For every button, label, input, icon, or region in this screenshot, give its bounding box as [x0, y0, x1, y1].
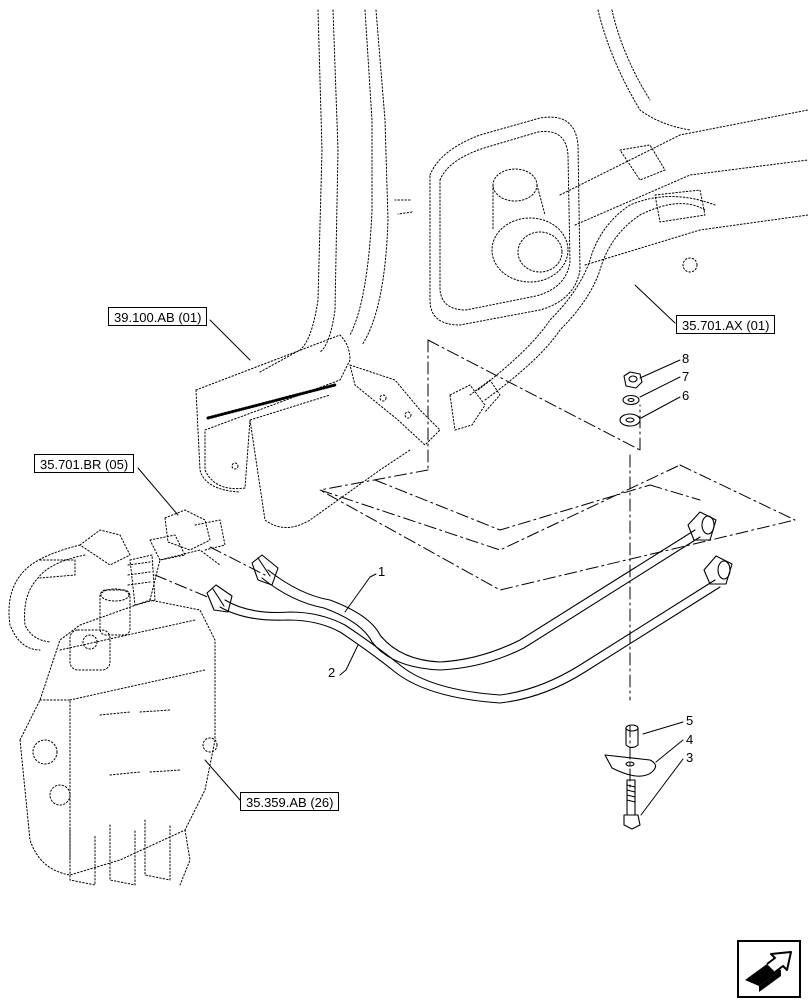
plate-edge [206, 383, 337, 420]
reference-leaders [137, 284, 676, 801]
callout-8: 8 [682, 351, 690, 366]
callout-3: 3 [686, 750, 694, 765]
reference-35-701-ax[interactable]: 35.701.AX (01) [676, 315, 776, 334]
control-valve [8, 509, 226, 886]
callout-6: 6 [682, 388, 690, 403]
hardware-nut-washers[interactable] [619, 371, 643, 427]
reference-35-359-ab[interactable]: 35.359.AB (26) [240, 792, 340, 811]
callout-leaders [339, 359, 684, 816]
loader-frame [195, 9, 808, 528]
reference-35-701-br[interactable]: 35.701.BR (05) [34, 454, 135, 473]
callout-7: 7 [682, 369, 690, 384]
hardware-clamp-bolt[interactable] [604, 724, 657, 830]
callout-1: 1 [378, 564, 386, 579]
callout-2: 2 [328, 665, 336, 680]
callout-5: 5 [686, 713, 694, 728]
callout-4: 4 [686, 732, 694, 747]
tube-2[interactable] [206, 555, 733, 704]
tube-1[interactable] [251, 511, 717, 671]
reference-39-100-ab[interactable]: 39.100.AB (01) [108, 307, 208, 326]
assembly-guides [154, 339, 796, 791]
next-page-arrow-icon[interactable] [737, 940, 801, 998]
